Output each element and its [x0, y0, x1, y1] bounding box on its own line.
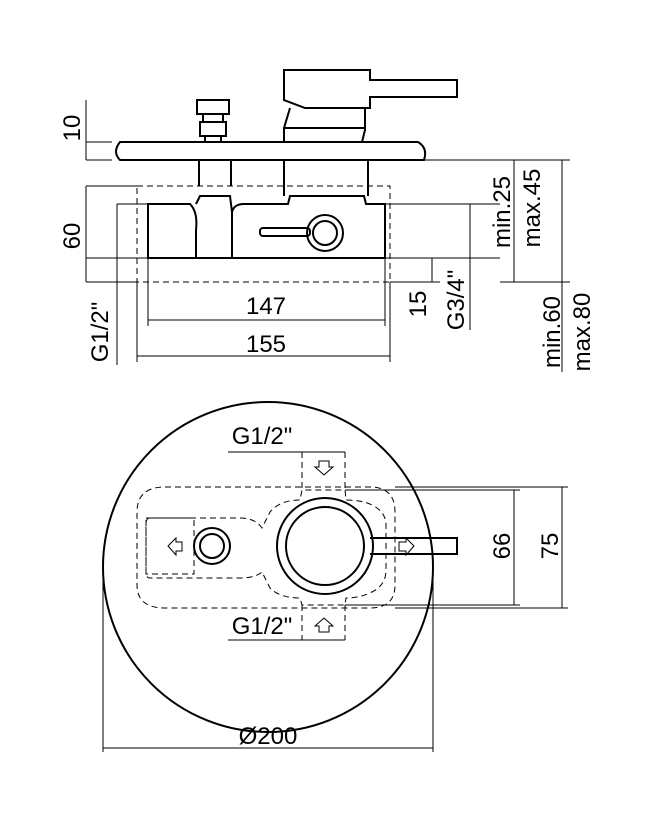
lever-front [370, 537, 458, 555]
svg-text:60: 60 [59, 223, 86, 250]
svg-text:min.25: min.25 [489, 176, 516, 248]
valve-body-right [231, 195, 386, 259]
svg-text:75: 75 [537, 533, 564, 560]
dim-inlet-top: G1/2" [228, 423, 345, 453]
dim-inlet-bottom: G1/2" [228, 613, 345, 641]
dim-outer-height: 75 [395, 486, 568, 609]
side-view: 10 60 G1/2" 147 155 [59, 69, 596, 372]
dim-inner-height: 66 [345, 489, 520, 606]
svg-text:G3/4": G3/4" [443, 270, 470, 331]
dim-depth: min.60 max.80 [539, 160, 596, 372]
dim-protrusion: min.25 max.45 [424, 159, 570, 283]
dim-bottom-depth: 15 [390, 258, 440, 317]
svg-text:min.60: min.60 [539, 296, 566, 368]
diverter-knob-inner [199, 533, 225, 559]
diverter-knob-outer [193, 527, 231, 565]
valve-body-left-lug [147, 203, 198, 259]
inlet-port-top [301, 451, 346, 490]
install-box-outline [136, 185, 391, 283]
diverter-knob [196, 99, 230, 143]
install-box-outline-front [136, 486, 396, 609]
svg-text:147: 147 [246, 293, 286, 320]
dim-inlet-thread-side: G1/2" [87, 203, 148, 365]
outlet-slot [259, 227, 311, 237]
lever-handle [283, 69, 458, 109]
svg-text:Ø200: Ø200 [239, 723, 298, 750]
handle-base-inner [285, 506, 365, 586]
front-view: G1/2" G1/2" 66 75 Ø200 [102, 401, 568, 752]
dim-body-height: 60 [59, 185, 137, 283]
dim-diameter: Ø200 [102, 567, 434, 752]
arrow-up-icon [313, 617, 335, 633]
dim-body-width: 147 [147, 258, 386, 326]
svg-text:G1/2": G1/2" [232, 613, 293, 640]
valve-body-outline-front [145, 489, 387, 606]
handle-base-outer [276, 497, 374, 595]
svg-text:155: 155 [246, 331, 286, 358]
cover-plate [115, 141, 427, 161]
inlet-port-bottom [301, 605, 346, 641]
svg-text:max.80: max.80 [569, 293, 596, 372]
svg-text:66: 66 [489, 533, 516, 560]
outlet-nozzle-inner [312, 220, 338, 246]
dim-plate-thickness: 10 [59, 100, 112, 161]
svg-text:G1/2": G1/2" [232, 423, 293, 450]
svg-text:max.45: max.45 [519, 169, 546, 248]
svg-text:10: 10 [59, 115, 86, 142]
stem-left [198, 160, 232, 186]
arrow-down-icon [313, 460, 335, 476]
dim-outlet-thread: G3/4" [385, 203, 500, 331]
svg-text:G1/2": G1/2" [87, 302, 114, 363]
arrow-right-icon [398, 536, 415, 557]
stem-right [283, 160, 369, 196]
valve-body-center [195, 195, 233, 259]
dim-box-width: 155 [136, 282, 391, 362]
handle-body [283, 107, 366, 143]
arrow-left-icon [167, 536, 183, 557]
outlet-nozzle-outer [306, 214, 344, 252]
diverter-port-box [145, 517, 195, 575]
svg-text:15: 15 [405, 291, 432, 318]
